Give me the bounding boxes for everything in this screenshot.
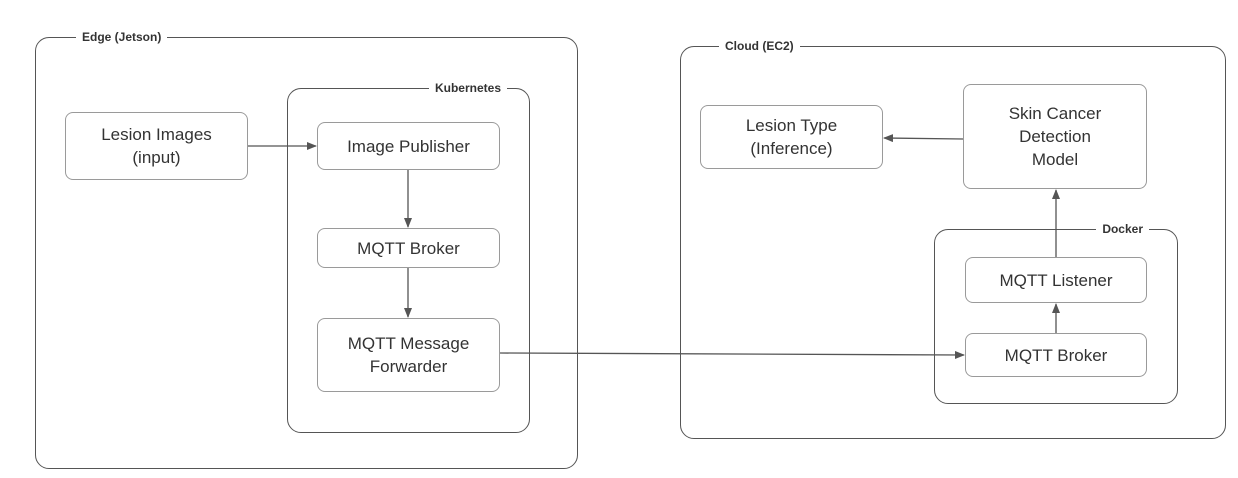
cloud-ec2-group: Cloud (EC2) — [680, 38, 1226, 439]
skin-cancer-detection-model-node: Skin Cancer Detection Model — [963, 84, 1147, 189]
cloud-mqtt-broker-node: MQTT Broker — [965, 333, 1147, 377]
lesion-type-node: Lesion Type (Inference) — [700, 105, 883, 169]
kubernetes-title: Kubernetes — [428, 80, 507, 96]
mqtt-message-forwarder-node: MQTT Message Forwarder — [317, 318, 500, 392]
lesion-images-node: Lesion Images (input) — [65, 112, 248, 180]
edge-jetson-title: Edge (Jetson) — [76, 29, 168, 45]
docker-title: Docker — [1096, 221, 1149, 237]
edge-jetson-group: Edge (Jetson) — [35, 29, 578, 469]
image-publisher-node: Image Publisher — [317, 122, 500, 170]
cloud-ec2-title: Cloud (EC2) — [719, 38, 800, 54]
kubernetes-group: Kubernetes — [287, 80, 530, 433]
docker-group: Docker — [934, 221, 1178, 404]
edge-mqtt-broker-node: MQTT Broker — [317, 228, 500, 268]
mqtt-listener-node: MQTT Listener — [965, 257, 1147, 303]
